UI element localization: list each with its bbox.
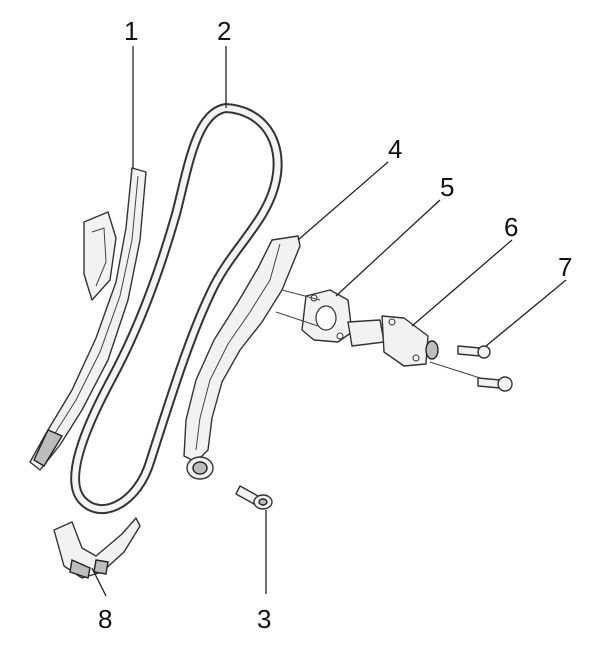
part-1-chain-guide: [29, 167, 147, 471]
callout-3: 3: [257, 604, 271, 634]
callout-6: 6: [504, 212, 518, 242]
callout-2: 2: [217, 16, 231, 46]
callout-7: 7: [558, 252, 572, 282]
part-4-tensioner-rail: [183, 235, 301, 480]
callout-5: 5: [440, 172, 454, 202]
callout-8: 8: [98, 604, 112, 634]
callout-4: 4: [388, 134, 402, 164]
callout-numbers: 1 2 3 4 5 6 7 8: [98, 16, 572, 634]
part-7-bolts: [457, 345, 513, 392]
part-3-pivot-bolt: [235, 485, 273, 510]
part-6-chain-tensioner: [347, 315, 439, 367]
callout-1: 1: [124, 16, 138, 46]
part-5-gasket: [301, 289, 353, 343]
part-8-lower-guide: [53, 517, 141, 579]
assembly-guide-lines: [275, 289, 481, 379]
callout-leaders: [91, 46, 567, 597]
part-2-timing-chain: [70, 102, 283, 515]
